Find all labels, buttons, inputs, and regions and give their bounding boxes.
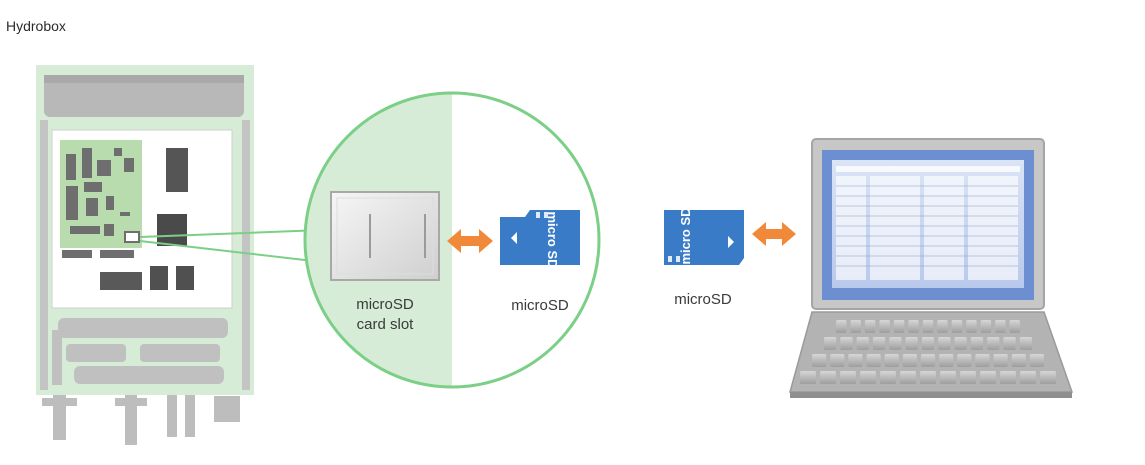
keyboard-key xyxy=(880,371,896,384)
keyboard-key xyxy=(960,371,976,384)
slot-label-line2: card slot xyxy=(356,316,414,333)
card-label-1: microSD xyxy=(511,297,569,314)
keyboard-key xyxy=(872,337,886,350)
keyboard-key xyxy=(902,354,917,367)
keyboard-key xyxy=(980,320,992,333)
keyboard-key xyxy=(893,320,905,333)
keyboard-key xyxy=(879,320,890,333)
slot-label: microSD card slot xyxy=(340,295,430,335)
keyboard-key xyxy=(889,337,902,350)
keyboard-key xyxy=(840,371,856,384)
keyboard-key xyxy=(920,371,936,384)
keyboard-key xyxy=(921,337,935,350)
keyboard-key xyxy=(951,320,963,333)
microsd-card-icon-2: micro SD xyxy=(664,207,744,265)
card-text-2: micro SD xyxy=(678,207,693,264)
double-arrow-icon-2 xyxy=(752,222,796,246)
hydrobox-unit-icon xyxy=(36,65,254,445)
keyboard-key xyxy=(884,354,899,367)
keyboard-key xyxy=(954,337,967,350)
keyboard-key xyxy=(1009,320,1020,333)
keyboard-key xyxy=(812,354,827,367)
keyboard-key xyxy=(900,371,916,384)
double-arrow-icon xyxy=(447,229,493,253)
keyboard-key xyxy=(970,337,984,350)
keyboard-key xyxy=(920,354,936,367)
keyboard-key xyxy=(866,354,881,367)
keyboard-key xyxy=(1000,371,1016,384)
keyboard-key xyxy=(864,320,876,333)
leader-line xyxy=(139,229,323,238)
keyboard-key xyxy=(938,337,951,350)
microsd-card-icon: micro SD xyxy=(500,210,580,269)
keyboard-key xyxy=(940,371,956,384)
diagram-title: Hydrobox xyxy=(6,18,66,34)
keyboard-key xyxy=(980,371,996,384)
keyboard-key xyxy=(1029,354,1044,367)
keyboard-key xyxy=(848,354,863,367)
keyboard-key xyxy=(850,320,861,333)
keyboard-key xyxy=(1040,371,1056,384)
keyboard-key xyxy=(1020,371,1036,384)
card-label-2: microSD xyxy=(674,291,732,308)
keyboard-key xyxy=(939,354,954,367)
leader-line-lower xyxy=(139,240,323,263)
keyboard-key xyxy=(840,337,853,350)
keyboard-key xyxy=(966,320,977,333)
keyboard-key xyxy=(1011,354,1026,367)
keyboard-key xyxy=(860,371,876,384)
keyboard-key xyxy=(957,354,972,367)
keyboard-key xyxy=(908,320,919,333)
keyboard-key xyxy=(820,371,836,384)
laptop-icon xyxy=(789,138,1074,398)
keyboard-key xyxy=(856,337,869,350)
keyboard-key xyxy=(1003,337,1016,350)
keyboard-key xyxy=(836,320,847,333)
keyboard-key xyxy=(975,354,990,367)
keyboard-key xyxy=(937,320,948,333)
keyboard-key xyxy=(824,337,837,350)
keyboard-key xyxy=(987,337,1000,350)
keyboard-key xyxy=(922,320,934,333)
keyboard-key xyxy=(800,371,816,384)
card-text-1: micro SD xyxy=(545,211,560,268)
keyboard-key xyxy=(830,354,845,367)
keyboard-key xyxy=(1019,337,1032,350)
slot-label-line1: microSD xyxy=(356,296,414,313)
keyboard-key xyxy=(993,354,1008,367)
microsd-slot-icon xyxy=(330,191,440,281)
keyboard-key xyxy=(905,337,918,350)
keyboard-key xyxy=(995,320,1006,333)
